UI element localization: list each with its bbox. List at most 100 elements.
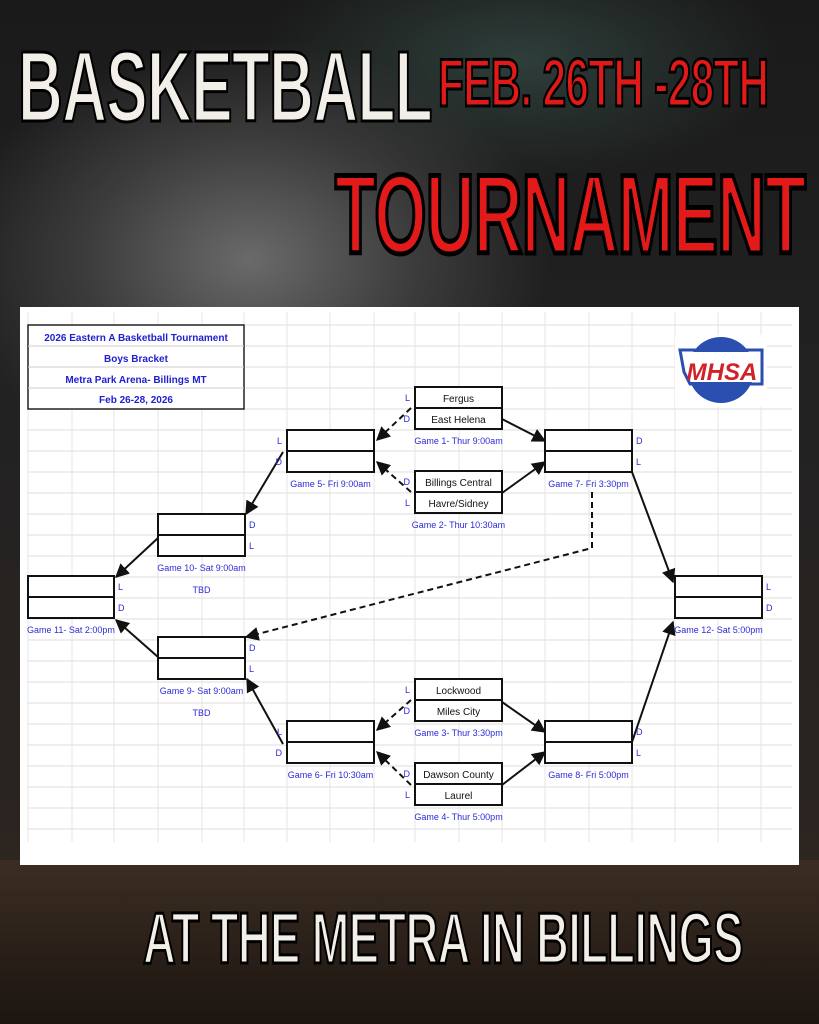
game-1: Fergus L East Helena D Game 1- Thur 9:00am: [404, 386, 503, 446]
winner-path: [501, 461, 547, 494]
seed-mark: D: [636, 436, 643, 446]
loser-path: [375, 461, 412, 493]
game-6: L D Game 6- Fri 10:30am: [276, 720, 375, 780]
seed-mark: D: [404, 477, 411, 487]
seed-mark: L: [636, 457, 641, 467]
team-slot: [414, 491, 503, 514]
seed-mark: D: [766, 603, 773, 613]
game-label: Game 11- Sat 2:00pm: [27, 625, 115, 635]
team-name: Havre/Sidney: [428, 499, 488, 510]
seed-mark: D: [249, 520, 256, 530]
team-slot: [157, 513, 246, 536]
team-slot: [157, 657, 246, 680]
title-tournament: TOURNAMENT: [333, 150, 807, 280]
game-8: D L Game 8- Fri 5:00pm: [544, 720, 643, 780]
game-label: Game 6- Fri 10:30am: [288, 770, 374, 780]
game-label: Game 12- Sat 5:00pm: [674, 625, 763, 635]
seed-mark: D: [249, 643, 256, 653]
team-slot: [674, 596, 763, 619]
seed-mark: L: [249, 541, 254, 551]
header-box: 2026 Eastern A Basketball Tournament Boy…: [27, 324, 245, 410]
seed-mark: D: [404, 706, 411, 716]
loser-path: [244, 492, 593, 641]
seed-mark: L: [766, 582, 771, 592]
seed-mark: L: [277, 727, 282, 737]
winner-path: [501, 701, 547, 733]
team-slot: [414, 783, 503, 806]
team-name: East Helena: [431, 415, 486, 426]
game-label: Game 2- Thur 10:30am: [412, 520, 505, 530]
team-slot: [544, 450, 633, 473]
seed-mark: L: [405, 685, 410, 695]
game-label: Game 9- Sat 9:00am: [160, 686, 244, 696]
header-title: 2026 Eastern A Basketball Tournament: [44, 333, 228, 344]
game-4: Dawson County D Laurel L Game 4- Thur 5:00pm: [404, 762, 503, 822]
team-slot: [286, 720, 375, 743]
seed-mark: D: [636, 727, 643, 737]
team-slot: [286, 741, 375, 764]
bracket-connectors: [114, 407, 676, 786]
team-name: Laurel: [445, 791, 473, 802]
winner-path: [501, 418, 547, 442]
header-bracket: Boys Bracket: [104, 354, 169, 365]
seed-mark: D: [404, 414, 411, 424]
team-slot: [286, 429, 375, 452]
team-name: Lockwood: [436, 686, 481, 697]
header-venue: Metra Park Arena- Billings MT: [65, 375, 206, 386]
winner-path: [631, 471, 676, 584]
title-basketball: BASKETBALL: [17, 30, 433, 145]
winner-path: [114, 619, 159, 658]
seed-mark: L: [405, 790, 410, 800]
winner-path: [114, 537, 159, 578]
header-dates: Feb 26-28, 2026: [99, 395, 173, 406]
court-floor: [0, 860, 819, 1024]
seed-mark: L: [118, 582, 123, 592]
loser-path: [375, 407, 412, 441]
footer-venue: AT THE METRA IN BILLINGS: [142, 898, 744, 981]
winner-path: [501, 751, 547, 786]
game-tbd: TBD: [193, 708, 212, 718]
seed-mark: L: [636, 748, 641, 758]
team-slot: [27, 575, 115, 598]
game-label: Game 10- Sat 9:00am: [157, 563, 246, 573]
svg-text:MHSA: MHSA: [687, 359, 758, 386]
game-7: D L Game 7- Fri 3:30pm: [544, 429, 643, 489]
team-name: Dawson County: [423, 770, 494, 781]
game-tbd: TBD: [193, 585, 212, 595]
loser-path: [375, 699, 412, 731]
team-slot: [157, 636, 246, 659]
team-slot: [544, 720, 633, 743]
team-slot: [27, 596, 115, 619]
game-label: Game 8- Fri 5:00pm: [548, 770, 629, 780]
team-slot: [157, 534, 246, 557]
game-3: Lockwood L Miles City D Game 3- Thur 3:30pm: [404, 678, 503, 738]
team-slot: [544, 429, 633, 452]
game-label: Game 3- Thur 3:30pm: [414, 728, 502, 738]
seed-mark: L: [277, 436, 282, 446]
seed-mark: D: [404, 769, 411, 779]
game-label: Game 1- Thur 9:00am: [414, 436, 502, 446]
seed-mark: L: [405, 498, 410, 508]
team-slot: [286, 450, 375, 473]
game-label: Game 7- Fri 3:30pm: [548, 479, 629, 489]
seed-mark: D: [276, 748, 283, 758]
team-name: Miles City: [437, 707, 480, 718]
winner-path: [246, 677, 284, 745]
team-slot: [544, 741, 633, 764]
game-12: L D Game 12- Sat 5:00pm: [674, 575, 773, 635]
team-name: Fergus: [443, 394, 474, 405]
game-2: Billings Central D Havre/Sidney L Game 2- Th…: [404, 470, 505, 530]
game-label: Game 4- Thur 5:00pm: [414, 812, 502, 822]
seed-mark: D: [276, 457, 283, 467]
loser-path: [375, 751, 412, 786]
mhsa-logo: MHSA: [675, 335, 767, 407]
winner-path: [631, 620, 676, 743]
seed-mark: L: [405, 393, 410, 403]
team-name: Billings Central: [425, 478, 492, 489]
team-slot: [674, 575, 763, 598]
team-slot: [414, 699, 503, 722]
